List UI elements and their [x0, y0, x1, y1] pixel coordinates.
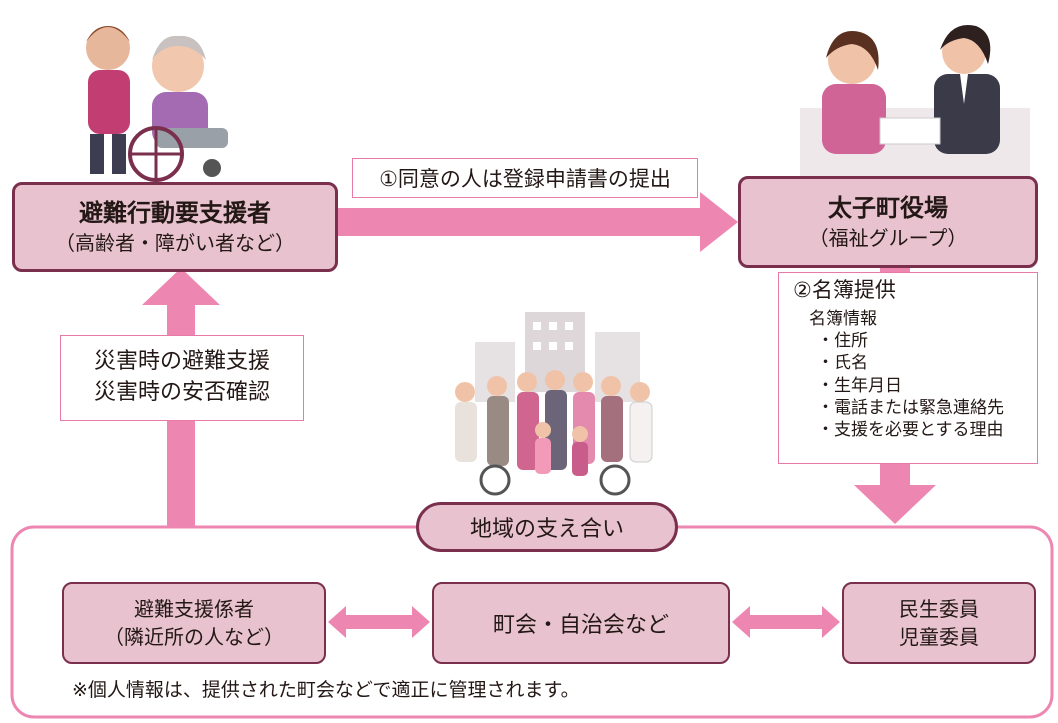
- arrow-member-right: [732, 606, 840, 638]
- member-line1: 民生委員: [899, 597, 979, 621]
- edge-label-consent: ①同意の人は登録申請書の提出: [352, 158, 698, 198]
- wheelchair-caregiver-illustration: [86, 26, 228, 182]
- list-info-item: ・住所: [817, 331, 868, 352]
- node-office-subtitle: （福祉グループ）: [808, 225, 968, 250]
- node-requester-title: 避難行動要支援者: [79, 199, 271, 228]
- list-info-item: ・氏名: [817, 353, 868, 374]
- community-member-neighbors: 避難支援係者 （隣近所の人など）: [62, 582, 326, 664]
- list-info-item: ・支援を必要とする理由: [817, 419, 1004, 440]
- edge-label-disaster-support: 災害時の避難支援 災害時の安否確認: [60, 335, 304, 421]
- list-info-item: ・電話または緊急連絡先: [817, 397, 1004, 418]
- list-provision-title: ②名簿提供: [793, 278, 896, 302]
- member-line1: 避難支援係者: [134, 597, 254, 621]
- consent-label-text: ①同意の人は登録申請書の提出: [379, 167, 671, 191]
- disaster-support-line2: 災害時の安否確認: [93, 380, 270, 405]
- arrow-consent: [338, 192, 738, 252]
- community-crowd-illustration: [455, 312, 653, 496]
- community-member-welfare-commissioners: 民生委員 児童委員: [842, 582, 1036, 664]
- community-title: 地域の支え合い: [469, 517, 624, 542]
- node-requester-subtitle: （高齢者・障がい者など）: [55, 230, 295, 255]
- member-line2: （隣近所の人など）: [104, 625, 284, 649]
- arrow-member-left: [328, 606, 430, 638]
- node-requester: 避難行動要支援者 （高齢者・障がい者など）: [12, 182, 338, 272]
- list-info-heading: 名簿情報: [809, 309, 877, 330]
- node-office-title: 太子町役場: [828, 194, 948, 223]
- edge-label-list-provision: ②名簿提供 名簿情報 ・住所 ・氏名 ・生年月日 ・電話または緊急連絡先 ・支援…: [778, 272, 1038, 464]
- member-line1: 町会・自治会など: [492, 613, 669, 638]
- privacy-note: ※個人情報は、提供された町会などで適正に管理されます。: [72, 679, 580, 701]
- disaster-support-line1: 災害時の避難支援: [93, 349, 270, 375]
- member-line2: 児童委員: [899, 625, 979, 649]
- node-town-office: 太子町役場 （福祉グループ）: [738, 176, 1038, 268]
- list-info-item: ・生年月日: [817, 375, 902, 396]
- community-title-pill: 地域の支え合い: [416, 502, 678, 552]
- community-member-neighborhood-association: 町会・自治会など: [432, 582, 730, 664]
- office-consultation-illustration: [800, 25, 1030, 178]
